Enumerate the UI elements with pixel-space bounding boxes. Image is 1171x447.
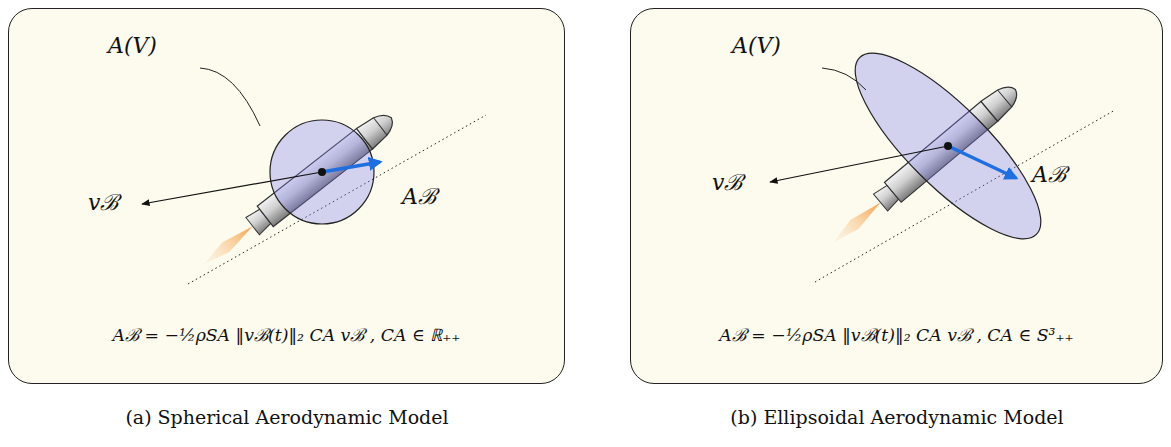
panel-ground [8, 8, 565, 384]
panel-ground [630, 8, 1163, 384]
force-label: Aℬ [1032, 158, 1066, 188]
ellipsoidal-illustration [770, 29, 1115, 282]
velocity-label: vℬ [88, 186, 118, 216]
drag-formula: Aℬ = −½ρSA ‖vℬ(t)‖₂ CA vℬ , CA ∈ ℝ₊₊ [9, 323, 564, 346]
spherical-illustration [142, 68, 486, 284]
model-panel: Aℬ = −½ρSA ‖vℬ(t)‖₂ CA vℬ , CA ∈ S³₊₊ [630, 8, 1163, 384]
region-label: A(V) [732, 33, 781, 58]
drag-formula: Aℬ = −½ρSA ‖vℬ(t)‖₂ CA vℬ , CA ∈ S³₊₊ [631, 323, 1162, 346]
region-label: A(V) [108, 33, 157, 58]
caption: (b) Ellipsoidal Aerodynamic Model [730, 406, 1063, 428]
force-label: Aℬ [402, 180, 436, 210]
velocity-label: vℬ [712, 166, 742, 196]
caption: (a) Spherical Aerodynamic Model [125, 406, 448, 428]
